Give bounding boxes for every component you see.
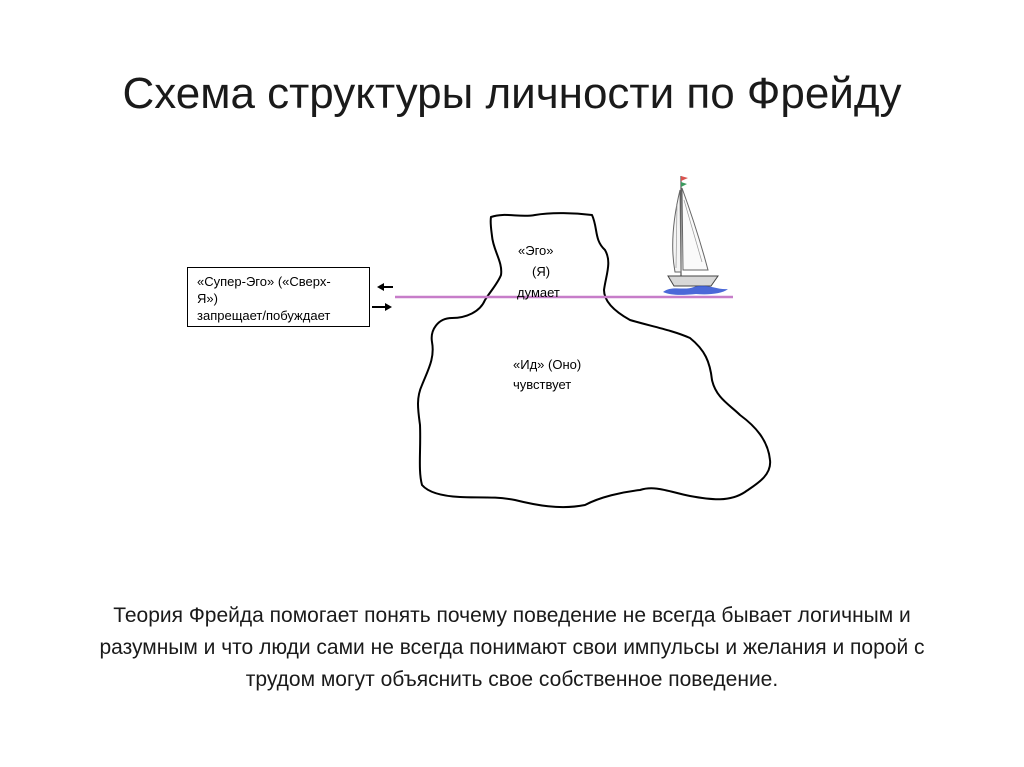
superego-label-line3: запрещает/побуждает — [197, 307, 369, 324]
sailboat-icon — [663, 176, 728, 295]
id-label-line1: «Ид» (Оно) — [513, 356, 581, 374]
superego-box: «Супер-Эго» («Сверх- Я») запрещает/побуж… — [187, 267, 370, 327]
id-label-line2: чувствует — [513, 376, 571, 394]
slide-caption: Теория Фрейда помогает понять почему пов… — [62, 600, 962, 696]
superego-label-line2: Я») — [197, 290, 369, 307]
ego-label-line2: (Я) — [532, 263, 550, 281]
ego-label-line1: «Эго» — [518, 242, 554, 260]
superego-label-line1: «Супер-Эго» («Сверх- — [197, 273, 369, 290]
ego-label-line3: думает — [517, 284, 560, 302]
arrow-right-icon — [372, 303, 392, 311]
iceberg-outline — [418, 213, 770, 507]
arrow-left-icon — [377, 283, 393, 291]
